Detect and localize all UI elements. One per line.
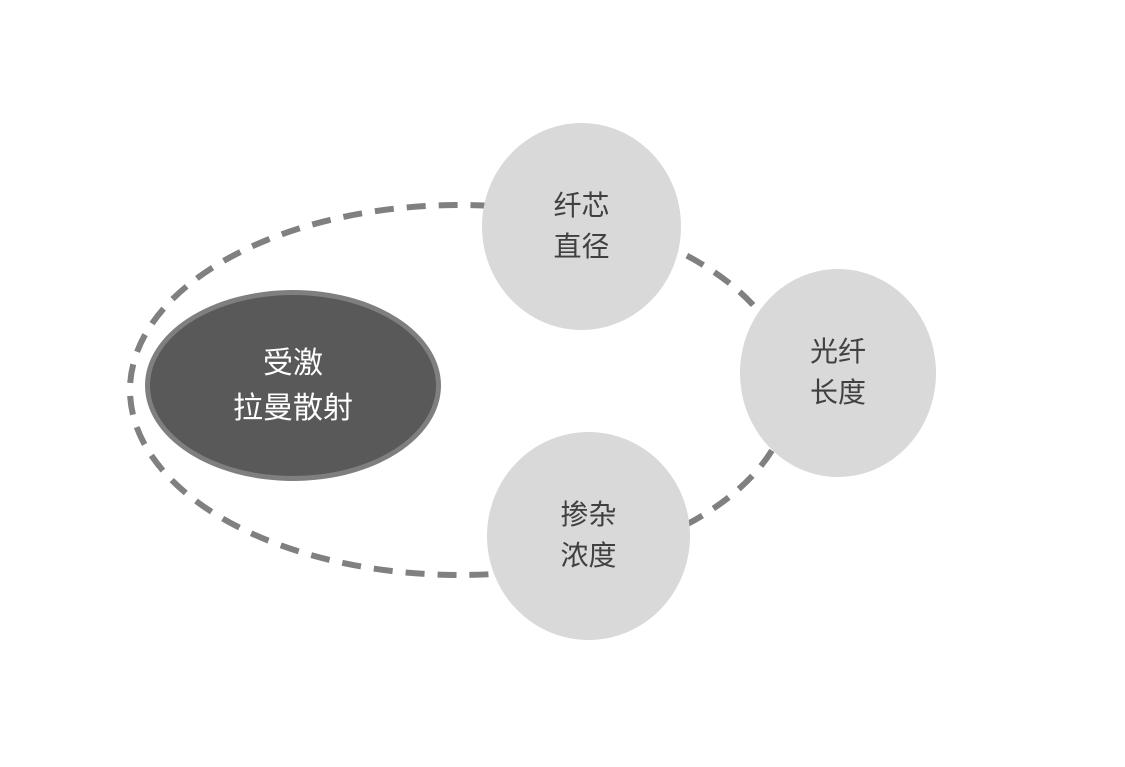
node-fiber-length-line2: 长度	[809, 377, 866, 408]
node-fiber-core-diameter-line1: 纤芯	[553, 189, 610, 221]
node-doping-concentration-line1: 掺杂	[560, 499, 617, 531]
node-doping-concentration-line2: 浓度	[560, 540, 617, 571]
node-fiber-core-diameter: 纤芯 直径	[482, 123, 681, 330]
node-fiber-core-diameter-line2: 直径	[553, 230, 610, 262]
node-fiber-length: 光纤 长度	[740, 269, 936, 477]
node-fiber-length-line1: 光纤	[809, 336, 866, 368]
node-stimulated-raman-scattering-line2: 拉曼散射	[233, 391, 353, 425]
node-stimulated-raman-scattering-line1: 受激	[263, 346, 323, 380]
node-doping-concentration: 掺杂 浓度	[487, 432, 690, 640]
node-stimulated-raman-scattering: 受激 拉曼散射	[145, 290, 441, 481]
